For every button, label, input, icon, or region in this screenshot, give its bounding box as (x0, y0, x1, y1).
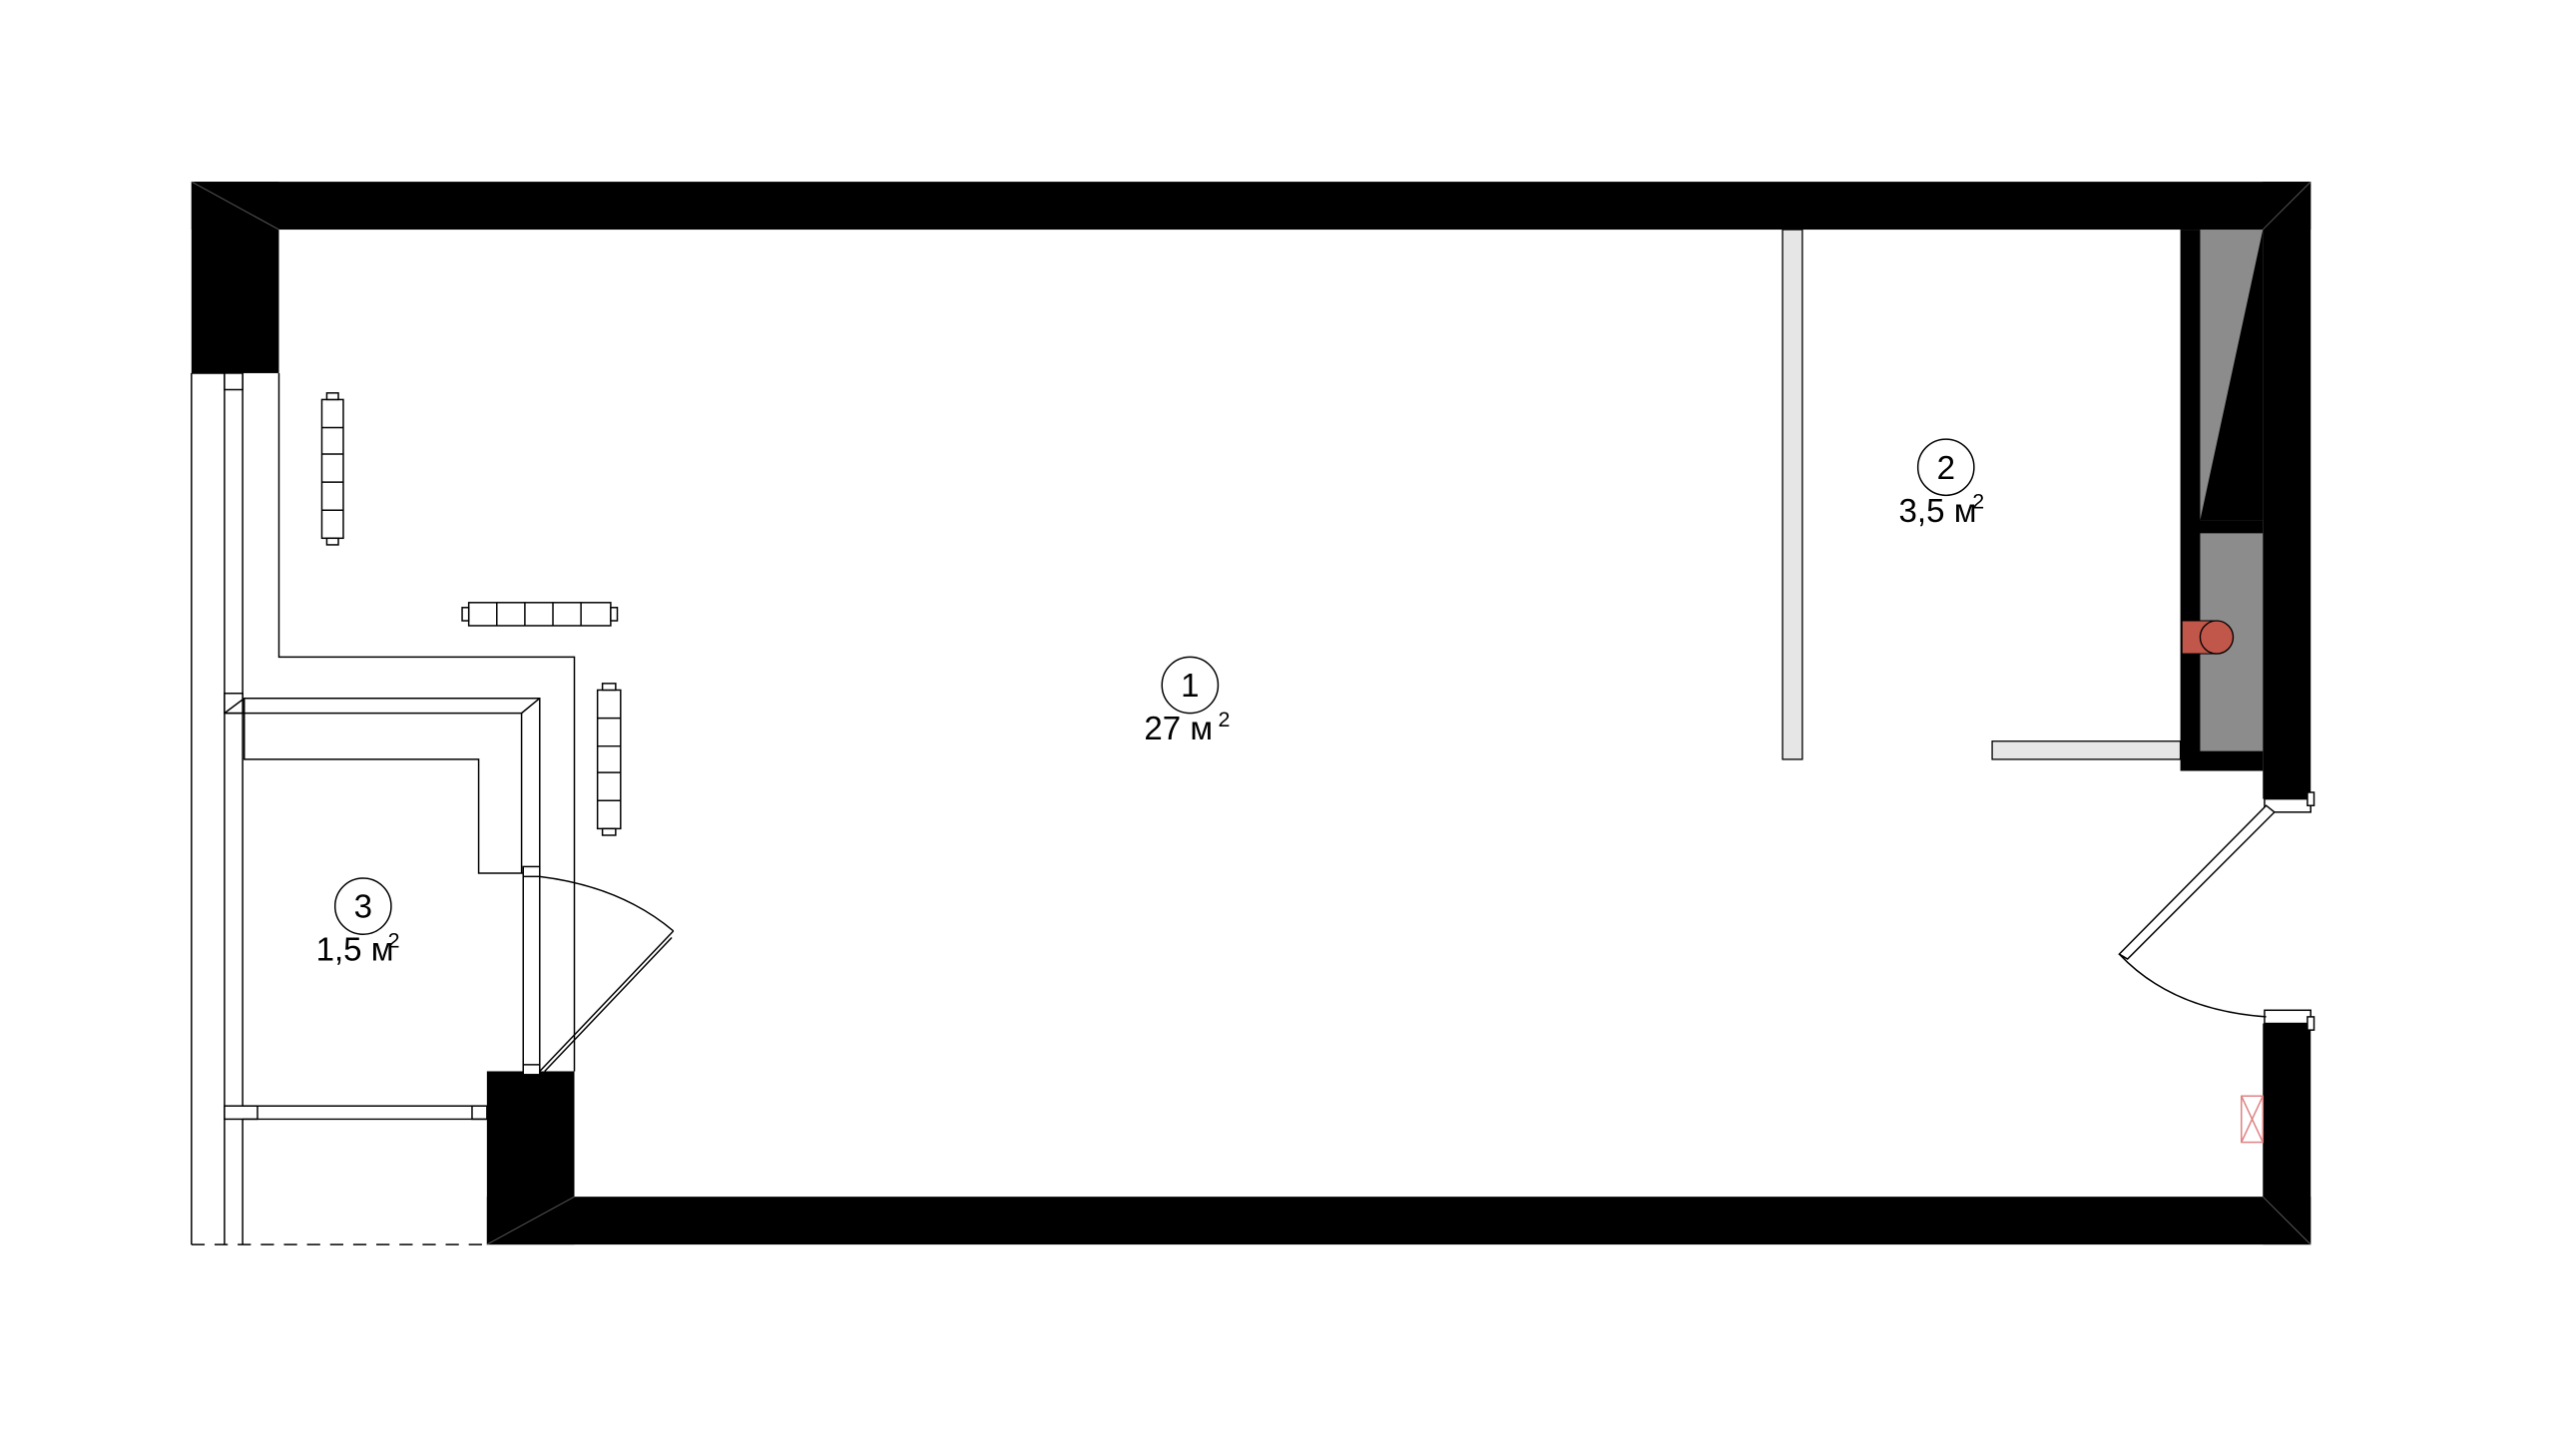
electrical-panel-icon (2241, 1095, 2265, 1144)
closet-block (2180, 230, 2264, 771)
room-label-1: 1 27 м 2 (1144, 656, 1230, 747)
wall-bottom (486, 1197, 2311, 1245)
wall-pillar-bottom-left (486, 1071, 575, 1245)
left-window-frame (191, 372, 488, 1245)
room3-walls (224, 372, 576, 1076)
room-number-2: 2 (1937, 450, 1955, 487)
room-number-3: 3 (354, 889, 372, 926)
room-area-sup-1: 2 (1218, 708, 1230, 731)
exterior-walls (191, 182, 2311, 1245)
wall-right-upper (2263, 182, 2311, 799)
radiator-icon (596, 683, 622, 836)
wall-top (191, 182, 2311, 231)
room-label-3: 3 1,5 м 2 (316, 877, 400, 969)
room-area-1: 27 м (1144, 711, 1213, 747)
room-label-2: 2 3,5 м 2 (1899, 438, 1984, 530)
radiator-icon (461, 602, 619, 627)
room-area-sup-3: 2 (388, 928, 400, 952)
bathroom-door-swing-icon (539, 875, 675, 1072)
partition-horizontal (1991, 740, 2182, 760)
wall-corner-marks (191, 181, 2311, 1245)
room-area-3: 1,5 м (316, 932, 394, 969)
radiator-icon (320, 392, 344, 546)
riser-pipe-icon (2181, 620, 2235, 655)
room-area-2: 3,5 м (1899, 493, 1977, 530)
partition-vertical (1782, 229, 1803, 760)
wall-left-top (191, 182, 279, 373)
door-swing-icon (2118, 791, 2315, 1031)
room-number-1: 1 (1181, 668, 1199, 705)
partitions (1782, 229, 2182, 760)
room-area-sup-2: 2 (1972, 490, 1984, 514)
